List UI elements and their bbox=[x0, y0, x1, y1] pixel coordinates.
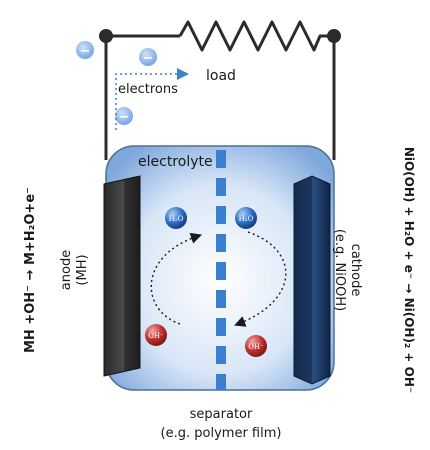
electron-2: − bbox=[139, 48, 157, 66]
water-molecule-right: H₂O bbox=[235, 207, 257, 229]
anode-reaction-equation: MH +OH⁻ → M+H₂O+e⁻ bbox=[23, 187, 38, 353]
anode-electrode bbox=[103, 175, 141, 377]
electron-3: − bbox=[115, 107, 133, 125]
svg-text:H₂O: H₂O bbox=[169, 215, 184, 223]
svg-text:H₂O: H₂O bbox=[239, 215, 254, 223]
svg-text:OH⁻: OH⁻ bbox=[248, 343, 264, 351]
svg-text:−: − bbox=[119, 110, 130, 125]
ion-flow-arrow-right bbox=[234, 231, 287, 327]
terminal-node-right bbox=[327, 29, 341, 43]
water-molecule-left: H₂O bbox=[165, 207, 187, 229]
electrons-label: electrons bbox=[118, 82, 178, 97]
cathode-electrode bbox=[293, 175, 331, 385]
anode-label: anode bbox=[59, 250, 74, 290]
svg-text:OH⁻: OH⁻ bbox=[148, 332, 164, 340]
load-label: load bbox=[206, 68, 236, 84]
terminal-node-left bbox=[99, 29, 113, 43]
cathode-reaction-equation: NiO(OH) + H₂O + e⁻ → Ni(OH)₂ + OH⁻ bbox=[402, 147, 416, 393]
cathode-label: cathode bbox=[348, 244, 363, 297]
svg-text:−: − bbox=[143, 51, 154, 66]
svg-text:−: − bbox=[80, 44, 91, 59]
electrolyte-label: electrolyte bbox=[138, 154, 213, 170]
resistor-icon bbox=[178, 20, 326, 52]
electron-flow-arrow bbox=[115, 68, 189, 130]
hydroxide-ion-right: OH⁻ bbox=[245, 335, 267, 357]
separator-label: separator bbox=[190, 407, 253, 422]
electron-1: − bbox=[76, 41, 94, 59]
cathode-material-label: (e.g. NiOOH) bbox=[332, 229, 347, 311]
hydroxide-ion-left: OH⁻ bbox=[145, 324, 167, 346]
anode-material-label: (MH) bbox=[75, 254, 90, 285]
separator-material-label: (e.g. polymer film) bbox=[161, 426, 282, 441]
